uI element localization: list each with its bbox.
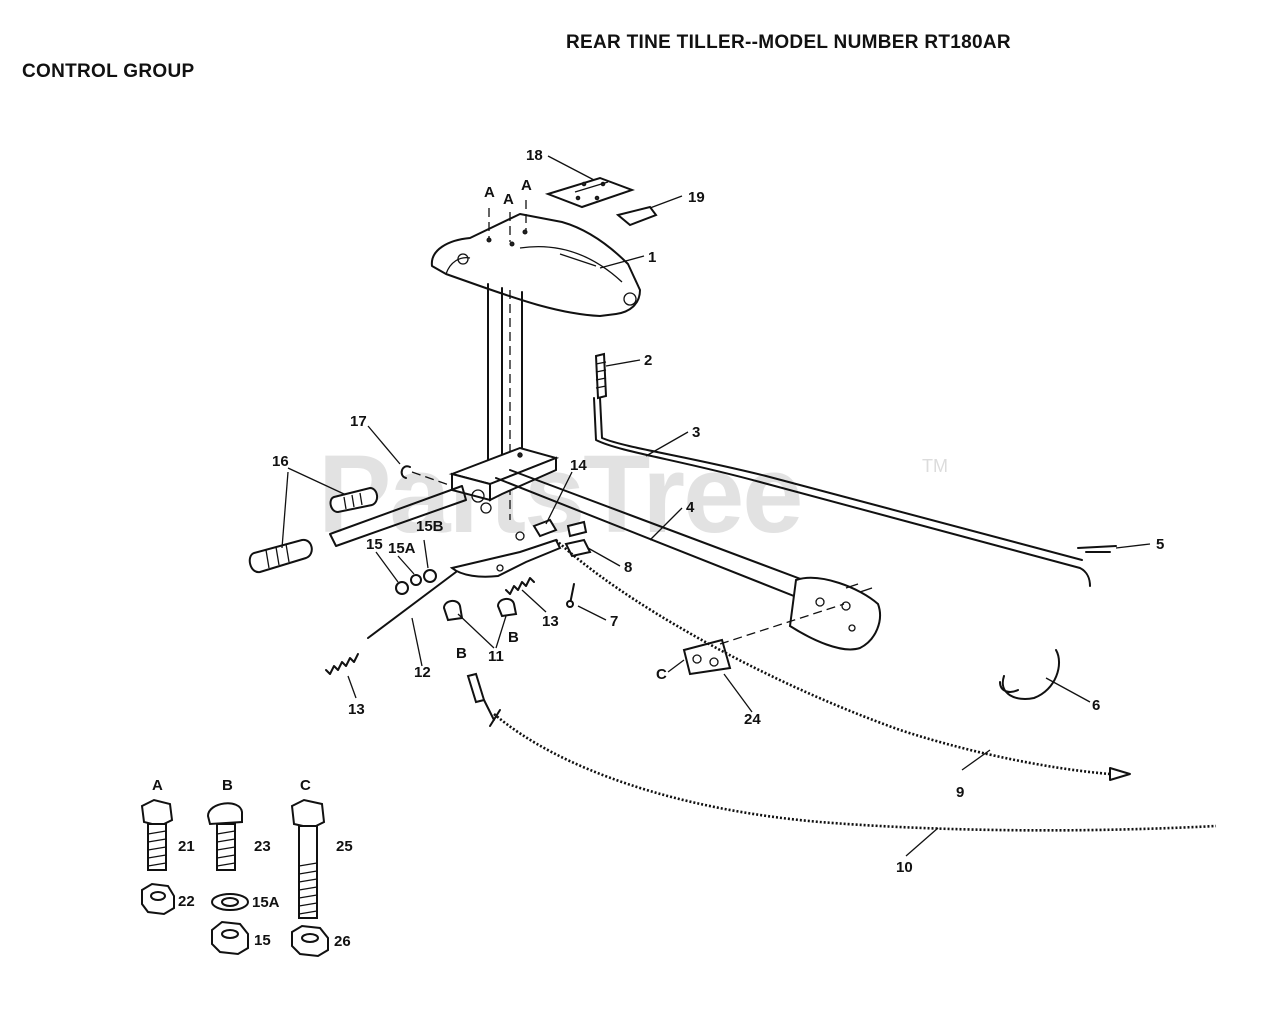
callout-2: 2 <box>644 352 652 369</box>
hw-col-c: C <box>300 777 311 794</box>
support-tubes <box>487 283 523 520</box>
part-8-clamp <box>564 520 592 558</box>
part-9-cable <box>555 539 1131 781</box>
callout-24: 24 <box>744 711 761 728</box>
callout-8: 8 <box>624 559 632 576</box>
callout-7: 7 <box>610 613 618 630</box>
hw-23: 23 <box>254 838 271 855</box>
nut-22 <box>141 882 175 916</box>
part-6-clip <box>999 649 1060 700</box>
callout-6: 6 <box>1092 697 1100 714</box>
nut-26 <box>291 924 329 958</box>
part-18-plate <box>544 176 635 209</box>
part-11-clips <box>442 598 518 622</box>
callout-14: 14 <box>570 457 587 474</box>
callout-labels: 18 19 1 2 3 4 5 6 7 8 9 10 11 12 13 13 1… <box>272 147 1164 876</box>
part-4-shaft <box>495 469 881 651</box>
hw-col-a: A <box>152 777 163 794</box>
ref-a-1: A <box>484 184 495 201</box>
washers-15 <box>395 569 437 595</box>
control-bracket <box>448 446 560 514</box>
part-14-fitting <box>515 518 558 541</box>
group-title: CONTROL GROUP <box>22 61 195 82</box>
ref-c: C <box>656 666 667 683</box>
part-3-rod <box>593 397 1091 587</box>
callout-16: 16 <box>272 453 289 470</box>
hw-26: 26 <box>334 933 351 950</box>
bolt-21 <box>140 798 174 871</box>
hardware-legend: A B C <box>140 777 353 958</box>
control-lever <box>367 538 562 639</box>
part-5-pin <box>1077 545 1117 553</box>
hw-col-b: B <box>222 777 233 794</box>
part-10-cable <box>466 672 1217 832</box>
watermark: PartsTree <box>318 433 801 556</box>
callout-19: 19 <box>688 189 705 206</box>
part-1-control-panel <box>430 213 641 317</box>
document-title: REAR TINE TILLER--MODEL NUMBER RT180AR <box>566 32 1011 53</box>
nut-15 <box>211 920 249 956</box>
watermark-tm: TM <box>922 456 948 476</box>
callout-10: 10 <box>896 859 913 876</box>
hw-15a: 15A <box>252 894 280 911</box>
callout-17: 17 <box>350 413 367 430</box>
callout-18: 18 <box>526 147 543 164</box>
part-16-handle <box>248 485 467 574</box>
callout-12: 12 <box>414 664 431 681</box>
ref-b-1: B <box>456 645 467 662</box>
leader-lines <box>281 155 1151 857</box>
callout-5: 5 <box>1156 536 1164 553</box>
part-7-screw <box>566 583 575 608</box>
part-13-spring-lower <box>325 653 359 675</box>
callout-9: 9 <box>956 784 964 801</box>
callout-11: 11 <box>488 648 504 665</box>
callout-1: 1 <box>648 249 656 266</box>
callout-4: 4 <box>686 499 695 516</box>
part-13-spring-upper <box>505 577 535 595</box>
part-17-clip <box>400 465 411 479</box>
hw-22: 22 <box>178 893 195 910</box>
callout-3: 3 <box>692 424 700 441</box>
callout-15: 15 <box>366 536 383 553</box>
callout-13-lower: 13 <box>348 701 365 718</box>
callout-13-upper: 13 <box>542 613 559 630</box>
hw-25: 25 <box>336 838 353 855</box>
callout-15b: 15B <box>416 518 444 535</box>
ref-leads-a <box>488 200 527 242</box>
hw-15: 15 <box>254 932 271 949</box>
bolt-25 <box>290 798 326 919</box>
lockwasher-15a <box>211 893 249 911</box>
ref-b-2: B <box>508 629 519 646</box>
hw-21: 21 <box>178 838 195 855</box>
part-2-grip <box>594 352 608 400</box>
part-19-decal <box>615 205 658 227</box>
ref-a-2: A <box>503 191 514 208</box>
bolt-23 <box>206 802 243 871</box>
callout-15a: 15A <box>388 540 416 557</box>
ref-a-3: A <box>521 177 532 194</box>
